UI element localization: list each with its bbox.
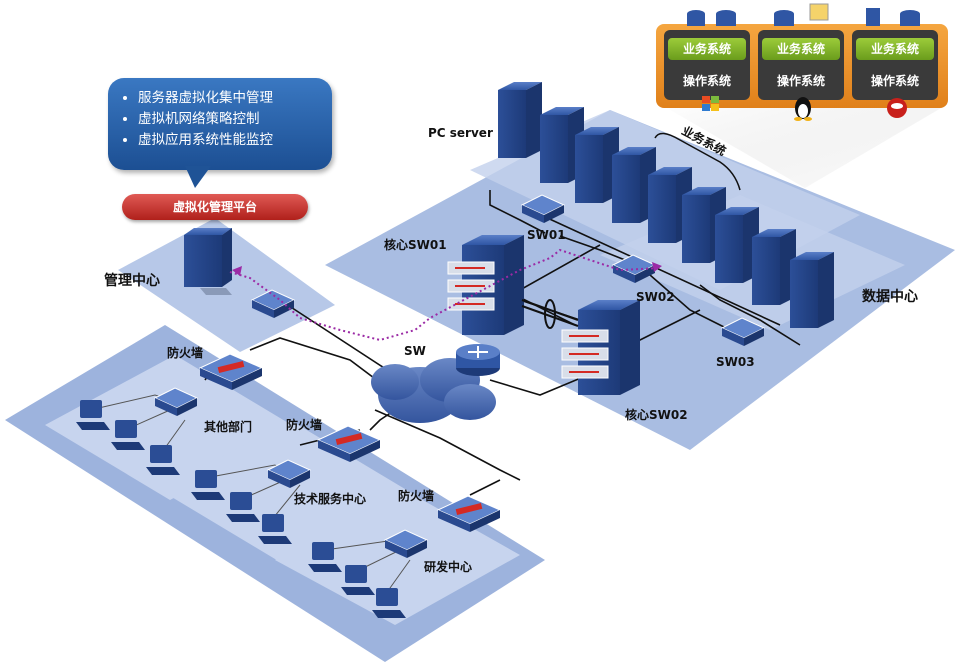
redhat-logo-icon	[887, 98, 907, 118]
os-logos	[687, 3, 920, 121]
feature-list: 服务器虚拟化集中管理 虚拟机网络策略控制 虚拟应用系统性能监控	[108, 88, 332, 151]
sw02-label: SW02	[636, 290, 675, 304]
path-arrow-right-icon	[652, 262, 662, 272]
core-sw02-rack	[561, 300, 640, 395]
feature-callout: 服务器虚拟化集中管理 虚拟机网络策略控制 虚拟应用系统性能监控	[108, 78, 332, 170]
feature-item: 服务器虚拟化集中管理	[138, 88, 332, 109]
virtualization-platform-button[interactable]: 虚拟化管理平台	[122, 194, 308, 220]
management-center-label: 管理中心	[104, 273, 160, 289]
firewall-label: 防火墙	[167, 346, 204, 360]
data-center-label: 数据中心	[862, 289, 918, 305]
switch-icons	[153, 194, 766, 558]
path-arrow-left-icon	[232, 266, 242, 276]
link-aggregation	[521, 299, 579, 329]
feature-item: 虚拟机网络策略控制	[138, 109, 332, 130]
windows-logo-icon	[702, 96, 719, 111]
os-card-windows: 业务系统 操作系统	[664, 30, 750, 100]
highlight-beam	[660, 104, 948, 188]
core-sw01-label: 核心SW01	[384, 238, 447, 252]
cloud-icon	[371, 358, 496, 423]
business-system-label: 业务系统	[762, 38, 840, 60]
sw01-label: SW01	[527, 228, 566, 242]
os-label: 操作系统	[870, 74, 919, 88]
management-path	[229, 248, 661, 342]
management-workstation-icon	[184, 228, 232, 295]
pc-server-label: PC server	[428, 126, 493, 140]
pc-icons	[76, 400, 406, 618]
firewall-icons	[198, 353, 502, 532]
business-brace	[654, 132, 741, 191]
linux-penguin-icon	[794, 97, 812, 121]
other-dept-label: 其他部门	[204, 420, 253, 434]
rd-center-label: 研发中心	[424, 560, 473, 574]
feature-item: 虚拟应用系统性能监控	[138, 130, 332, 151]
sw03-label: SW03	[716, 355, 755, 369]
business-system-label: 业务系统	[668, 38, 746, 60]
business-system-label: 业务系统	[856, 38, 934, 60]
core-sw01-rack	[447, 235, 524, 335]
core-sw02-label: 核心SW02	[625, 408, 688, 422]
os-label: 操作系统	[682, 74, 731, 88]
os-panel: 业务系统 操作系统 业务系统 操作系统 业务系统 操作系统	[656, 24, 948, 108]
firewall-label: 防火墙	[398, 489, 435, 503]
os-label: 操作系统	[776, 74, 825, 88]
tech-center-label: 技术服务中心	[294, 492, 367, 506]
os-card-redhat: 业务系统 操作系统	[852, 30, 938, 100]
sw-label: SW	[404, 344, 426, 358]
app-icons	[687, 3, 920, 26]
pc-server-racks	[498, 82, 834, 328]
management-zone	[118, 218, 335, 352]
router-sw-icon	[456, 344, 500, 376]
callout-tail	[185, 166, 211, 188]
os-card-linux: 业务系统 操作系统	[758, 30, 844, 100]
firewall-label: 防火墙	[286, 418, 323, 432]
